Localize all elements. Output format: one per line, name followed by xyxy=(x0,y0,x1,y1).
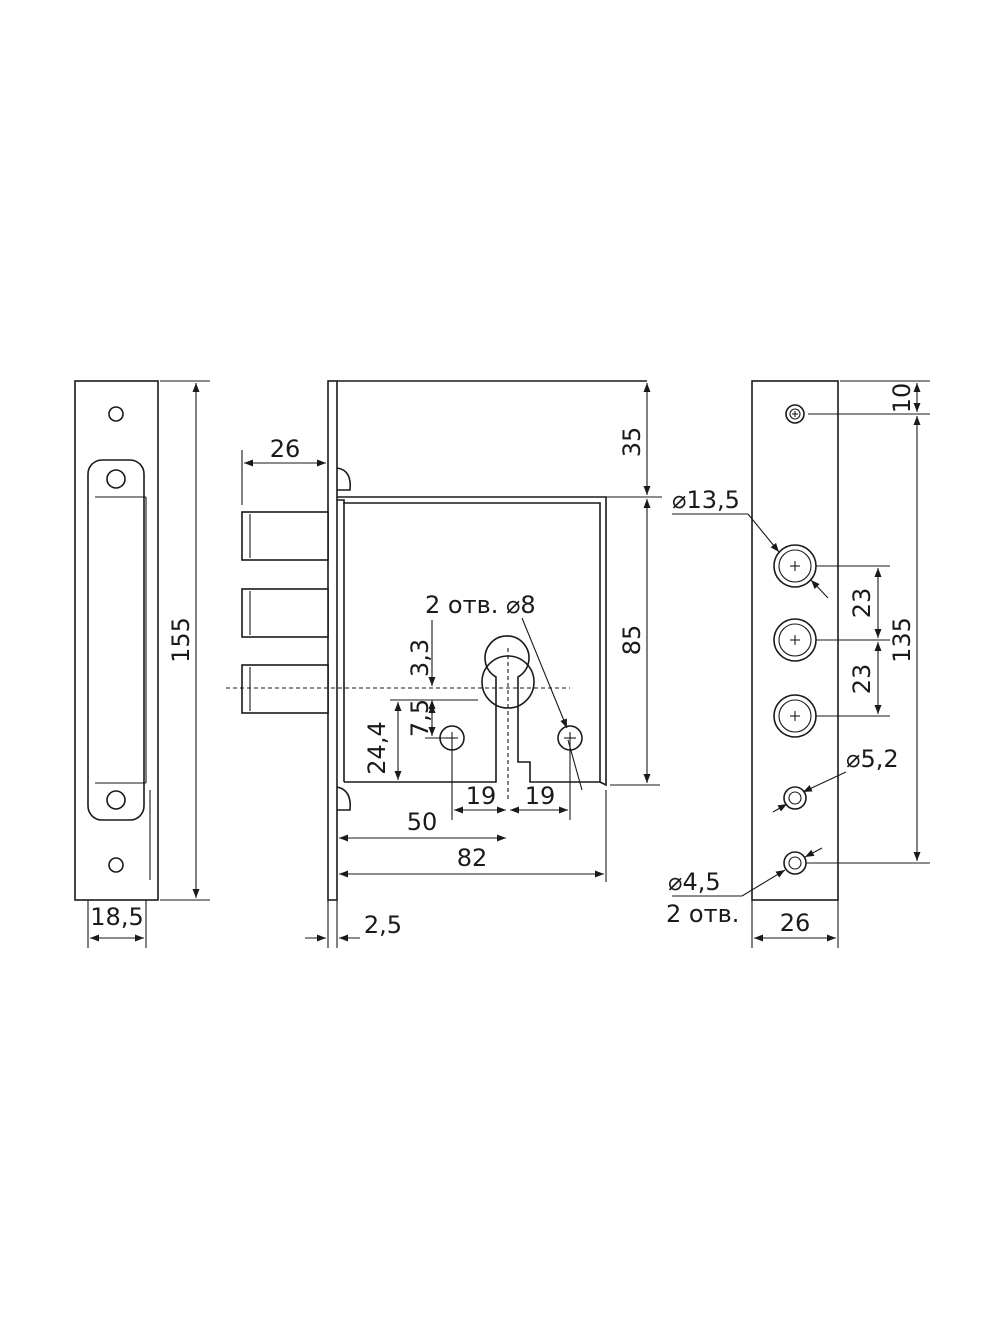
bolt-3 xyxy=(241,664,329,714)
front-bottom-hole xyxy=(108,857,124,873)
bolt-length-label: 26 xyxy=(270,435,301,463)
front-upper-screw xyxy=(106,469,126,489)
mount-span-label: 135 xyxy=(888,617,916,663)
spacing-left-label: 19 xyxy=(466,782,497,810)
screw-count-label: 2 отв. xyxy=(666,900,739,928)
hole-diameter-label: ⌀5,2 xyxy=(846,745,899,773)
faceplate-thickness-label: 2,5 xyxy=(364,911,402,939)
holes-label: 2 отв. ⌀8 xyxy=(425,591,536,619)
front-lower-screw xyxy=(106,790,126,810)
case-width-label: 82 xyxy=(457,844,488,872)
faceplate xyxy=(327,380,338,901)
front-slot xyxy=(87,459,145,821)
bolt-spacing-1-label: 23 xyxy=(848,588,876,619)
front-width-label: 18,5 xyxy=(90,903,143,931)
face-top-offset-label: 10 xyxy=(888,383,916,414)
backset-label: 50 xyxy=(407,808,438,836)
side-view: 26 35 85 3,3 7,5 24,4 2 отв. ⌀8 19 19 50 xyxy=(226,380,662,948)
screw-diameter-label: ⌀4,5 xyxy=(668,868,721,896)
keyhole-height-label: 24,4 xyxy=(363,721,391,774)
face-screw-hole xyxy=(783,851,807,875)
face-view: 10 135 23 23 ⌀13,5 ⌀5,2 ⌀4,5 2 отв. 26 xyxy=(666,380,930,948)
bolt-spacing-2-label: 23 xyxy=(848,664,876,695)
bolt-diameter-label: ⌀13,5 xyxy=(672,486,740,514)
front-top-hole xyxy=(108,406,124,422)
face-hole-5-2 xyxy=(783,786,807,810)
face-width-label: 26 xyxy=(780,909,811,937)
front-plate-outline xyxy=(74,380,159,901)
spacing-right-label: 19 xyxy=(525,782,556,810)
bolt-2 xyxy=(241,588,329,638)
offset-label: 3,3 xyxy=(406,639,434,677)
front-height-label: 155 xyxy=(167,617,195,663)
front-view: 155 18,5 xyxy=(74,380,210,948)
hole-offset-label: 7,5 xyxy=(406,699,434,737)
lock-case xyxy=(337,499,601,783)
bolt-1 xyxy=(241,511,329,561)
case-height-label: 85 xyxy=(618,625,646,656)
top-offset-label: 35 xyxy=(618,427,646,458)
face-top-hole xyxy=(785,404,805,424)
